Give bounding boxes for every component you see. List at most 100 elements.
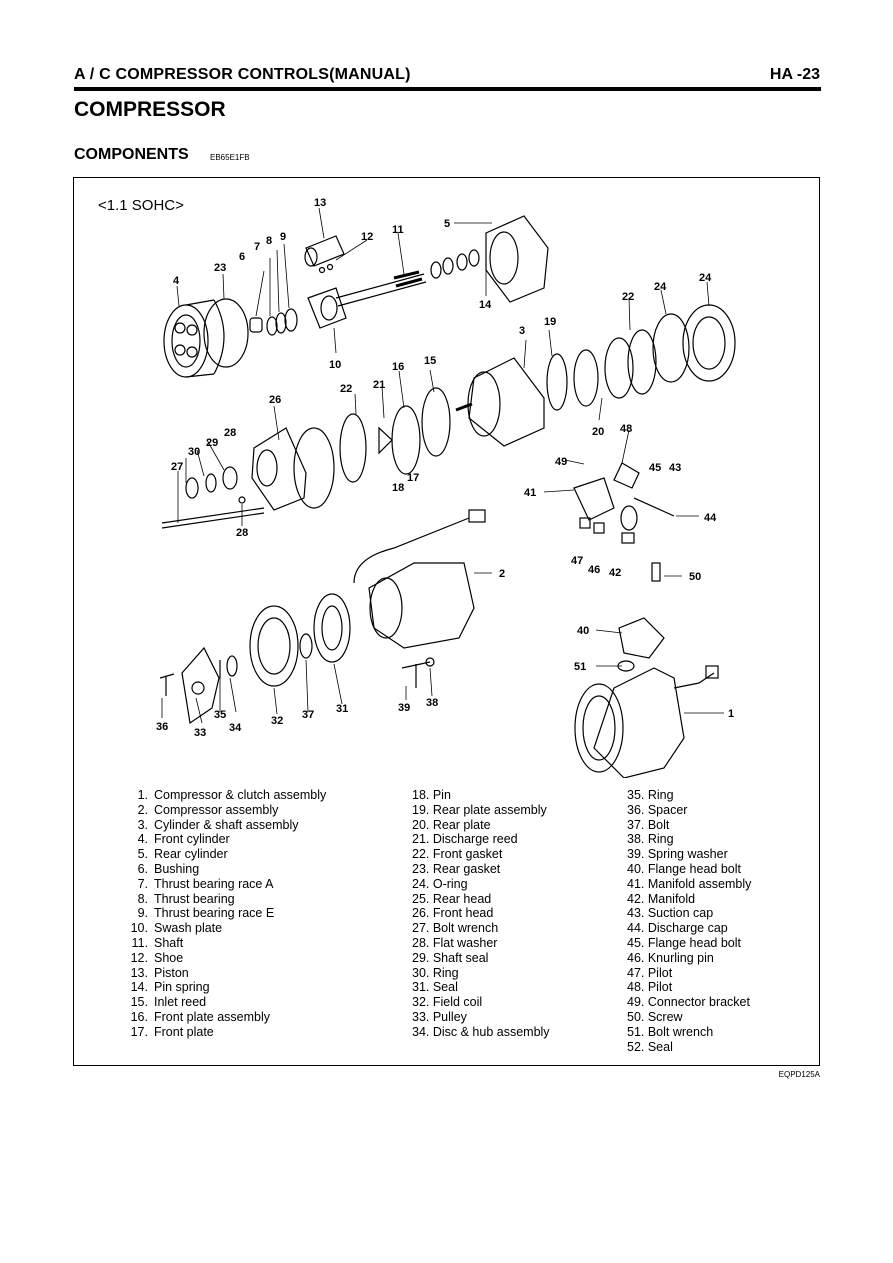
legend-item-number: 8. [137,891,148,906]
legend-item: 24. O-ring [412,876,468,891]
callout-28: 28 [236,527,248,539]
legend-item: 35. Ring [627,788,674,802]
legend-item: 19. Rear plate assembly [412,802,547,817]
legend-item: 33. Pulley [412,1009,467,1024]
legend-item: 12. Shoe [120,951,326,966]
legend-item: 44. Discharge cap [627,921,728,936]
legend-item: 40. Flange head bolt [627,861,741,876]
legend-item: 11.Shaft [120,936,326,951]
legend-item: 18. Pin [412,788,451,802]
callout-23: 22 [622,291,634,303]
legend-item: 30. Ring [412,965,459,980]
callout-42: 41 [524,487,536,499]
legend-item: 26. Front head [412,906,494,921]
legend-item: 2.Compressor assembly [120,803,326,818]
callout-33: 32 [271,715,283,727]
legend-item: 14.Pin spring [120,980,326,995]
legend-item: 50. Screw [627,1009,683,1024]
callout-5: 5 [444,218,450,230]
legend-item: 1.Compressor & clutch assembly [120,788,327,803]
section-title: A / C COMPRESSOR CONTROLS(MANUAL) [74,66,411,83]
legend-item: 38. Ring [627,832,674,847]
legend-item-number: 15. [130,995,148,1010]
legend-item-text: Swash plate [154,921,223,936]
legend-item-text: Front plate assembly [154,1009,271,1024]
callout-49: 48 [620,423,632,435]
legend-item: 34. Disc & hub assembly [412,1024,550,1039]
callout-39: 38 [426,697,438,709]
callout-43: 42 [609,567,621,579]
legend-item: 25. Rear head [412,891,492,906]
legend-item: 49. Connector bracket [627,995,750,1010]
callout-29: 28 [224,427,236,439]
callout-18: 18 [392,482,404,494]
legend-item-number: 3. [137,817,148,832]
legend-item-text: Front plate [154,1024,214,1039]
callout-40: 39 [398,702,410,714]
legend-item: 16.Front plate assembly [120,1010,326,1025]
legend-item-number: 1. [137,788,148,802]
legend-item-text: Inlet reed [154,995,207,1010]
callout-15: 15 [424,355,436,367]
callout-32: 31 [336,703,348,715]
legend-item: 43. Suction cap [627,906,714,921]
legend-item-text: Bushing [154,861,200,876]
callout-1: 1 [728,708,734,720]
exploded-view-diagram: 13 12 11 5 14 9 8 7 6 23 4 10 3 19 20 22… [156,197,736,778]
callout-21: 21 [373,379,385,391]
legend-item-text: Rear cylinder [154,847,228,862]
legend-item-text: Pin spring [154,980,210,995]
legend-item: 20. Rear plate [412,817,491,832]
callout-20: 20 [592,426,604,438]
legend-item: 17.Front plate [120,1025,326,1040]
legend-item: 8.Thrust bearing [120,892,326,907]
callout-48: 47 [571,555,583,567]
legend-item-text: Thrust bearing race A [154,876,274,891]
legend-item-text: Shaft [154,935,184,950]
figure-frame [73,177,820,1066]
legend-item: 41. Manifold assembly [627,876,752,891]
legend-item: 39. Spring washer [627,847,728,862]
legend-item-number: 6. [137,861,148,876]
legend-item: 51. Bolt wrench [627,1024,714,1039]
legend-item-number: 7. [137,876,148,891]
legend-item-text: Front cylinder [154,832,230,847]
legend-item: 15. Inlet reed [120,995,326,1010]
legend-item-number: 5. [137,847,148,862]
callout-25: 24 [699,272,712,284]
legend-item: 32. Field coil [412,995,483,1010]
header-rule [74,87,821,91]
callout-38: 37 [302,709,314,721]
callout-52: 51 [574,661,586,673]
engine-variant-label: <1.1 SOHC> [98,197,184,214]
legend-item: 31. Seal [412,980,458,995]
callout-12: 12 [361,231,373,243]
legend-item-number: 10. [130,921,148,936]
legend-item: 3. Cylinder & shaft assembly [120,818,326,833]
legend-item: 29. Shaft seal [412,950,489,965]
callout-46: 45 [649,462,661,474]
legend-item: 45. Flange head bolt [627,935,741,950]
callout-14: 14 [479,299,492,311]
callout-19: 19 [544,316,556,328]
callout-4: 4 [173,275,180,287]
page-title: COMPRESSOR [74,98,226,121]
callout-22: 22 [340,383,352,395]
legend-item: 21. Discharge reed [412,832,518,847]
legend-item: 9.Thrust bearing race E [120,906,326,921]
section-subtitle: COMPONENTS [74,146,189,163]
legend-item: 10. Swash plate [120,921,326,936]
legend-item-number: 12. [130,950,148,965]
callout-34: 33 [194,727,206,739]
callout-6: 6 [239,251,245,263]
legend-item-text: Cylinder & shaft assembly [154,817,299,832]
legend-item: 22. Front gasket [412,847,503,862]
callout-16: 16 [392,361,404,373]
legend-item: 6. Bushing [120,862,326,877]
legend-item-text: Shoe [154,950,184,965]
legend-item: 13.Piston [120,966,326,981]
legend-item-text: Compressor assembly [154,802,279,817]
callout-41: 40 [577,625,589,637]
